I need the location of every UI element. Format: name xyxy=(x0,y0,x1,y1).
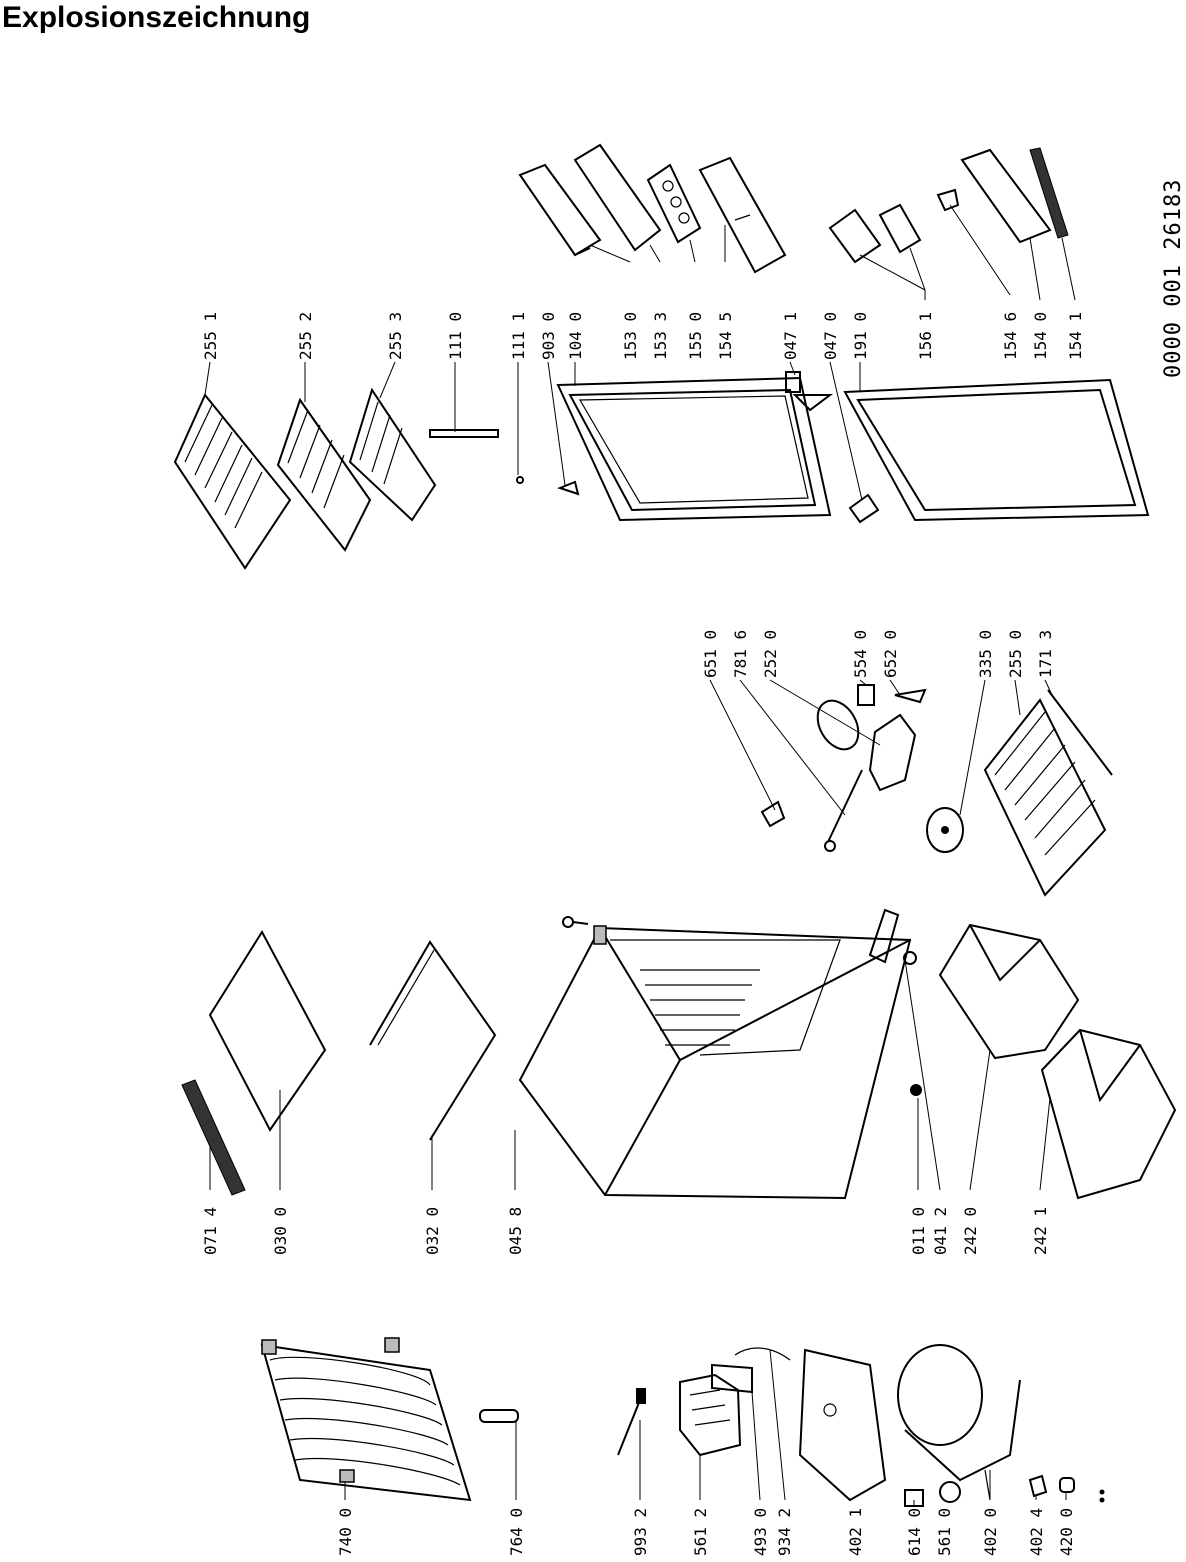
label-993-2: 993 2 xyxy=(631,1508,650,1556)
label-045-8: 045 8 xyxy=(506,1207,525,1255)
compressor-bracket-402-1 xyxy=(798,1348,887,1502)
cabinet-body xyxy=(518,925,912,1200)
label-402-4: 402 4 xyxy=(1027,1508,1046,1556)
label-255-1: 255 1 xyxy=(201,312,220,360)
label-335-0: 335 0 xyxy=(976,630,995,678)
foot-011-0 xyxy=(910,1084,922,1096)
label-781-6: 781 6 xyxy=(731,630,750,678)
dryer-764-0 xyxy=(479,1409,519,1423)
egg-tray-155-0 xyxy=(646,163,702,244)
label-554-0: 554 0 xyxy=(851,630,870,678)
label-155-0: 155 0 xyxy=(686,312,705,360)
part-420-0 xyxy=(1059,1477,1105,1503)
hinge-041-2 xyxy=(868,908,917,965)
shelf-255-0 xyxy=(983,698,1107,897)
label-154-6: 154 6 xyxy=(1001,312,1020,360)
label-561-2: 561 2 xyxy=(691,1508,710,1556)
hinge-pin-047-1 xyxy=(785,371,833,412)
label-153-3: 153 3 xyxy=(651,312,670,360)
part-493-0 xyxy=(711,1363,753,1394)
label-561-0: 561 0 xyxy=(935,1508,954,1556)
condenser-740-0 xyxy=(260,1337,472,1502)
label-154-1: 154 1 xyxy=(1066,312,1085,360)
label-255-2: 255 2 xyxy=(296,312,315,360)
trim-032-0 xyxy=(369,940,497,1141)
pin-111-1 xyxy=(516,476,524,484)
door-104-0 xyxy=(556,376,832,522)
glass-shelf-255-2 xyxy=(276,397,372,552)
trim-171-3 xyxy=(1047,689,1113,776)
label-651-0: 651 0 xyxy=(701,630,720,678)
label-111-1: 111 1 xyxy=(509,312,528,360)
top-cover-030-0 xyxy=(208,930,327,1132)
screw-903-0 xyxy=(557,480,580,496)
screw-045-8 xyxy=(562,916,589,928)
glass-shelf-255-3 xyxy=(348,387,437,522)
thermostat-housing-252-0 xyxy=(816,699,917,792)
thermostat-capillary-993-2 xyxy=(617,1388,646,1456)
label-171-3: 171 3 xyxy=(1036,630,1055,678)
label-032-0: 032 0 xyxy=(423,1207,442,1255)
label-011-0: 011 0 xyxy=(909,1207,928,1255)
label-041-2: 041 2 xyxy=(931,1207,950,1255)
label-071-4: 071 4 xyxy=(201,1207,220,1255)
label-191-0: 191 0 xyxy=(851,312,870,360)
door-bin-153-0 xyxy=(518,163,602,257)
label-242-0: 242 0 xyxy=(961,1207,980,1255)
document-number: 0000 001 26183 xyxy=(1161,179,1186,378)
glass-shelf-255-1 xyxy=(173,393,292,570)
label-493-0: 493 0 xyxy=(751,1508,770,1556)
label-420-0: 420 0 xyxy=(1057,1508,1076,1556)
wire-934-2 xyxy=(734,1347,791,1361)
label-652-0: 652 0 xyxy=(881,630,900,678)
hinge-047-0 xyxy=(848,493,880,524)
lamp-socket-554-0 xyxy=(857,684,875,706)
label-111-0: 111 0 xyxy=(446,312,465,360)
label-255-3: 255 3 xyxy=(386,312,405,360)
bottle-bin-154-0 xyxy=(960,148,1052,244)
label-156-1: 156 1 xyxy=(916,312,935,360)
label-614-0: 614 0 xyxy=(905,1508,924,1556)
clip-154-6 xyxy=(936,188,960,212)
label-764-0: 764 0 xyxy=(507,1508,526,1556)
label-104-0: 104 0 xyxy=(566,312,585,360)
label-255-0: 255 0 xyxy=(1006,630,1025,678)
label-047-1: 047 1 xyxy=(781,312,800,360)
bracket-111-0 xyxy=(429,429,499,438)
label-252-0: 252 0 xyxy=(761,630,780,678)
part-561-0 xyxy=(939,1481,961,1503)
switch-652-0 xyxy=(894,688,927,704)
part-402-4 xyxy=(1028,1474,1048,1498)
crisper-242-1 xyxy=(1040,1028,1177,1200)
door-bin-153-3 xyxy=(573,143,662,252)
label-154-0: 154 0 xyxy=(1031,312,1050,360)
label-030-0: 030 0 xyxy=(271,1207,290,1255)
label-402-1: 402 1 xyxy=(846,1508,865,1556)
label-154-5: 154 5 xyxy=(716,312,735,360)
label-903-0: 903 0 xyxy=(539,312,558,360)
butter-compartment-156-1 xyxy=(828,203,922,264)
compressor-402-0 xyxy=(897,1344,1021,1501)
door-bin-154-5 xyxy=(698,156,787,274)
label-047-0: 047 0 xyxy=(821,312,840,360)
label-242-1: 242 1 xyxy=(1031,1207,1050,1255)
door-gasket-191-0 xyxy=(843,378,1150,522)
bottle-rail-154-1 xyxy=(1029,147,1069,239)
label-740-0: 740 0 xyxy=(336,1508,355,1556)
label-153-0: 153 0 xyxy=(621,312,640,360)
capillary-781-6 xyxy=(824,769,863,852)
relay-561-2 xyxy=(679,1373,742,1457)
cover-335-0 xyxy=(926,807,964,853)
crisper-242-0 xyxy=(938,923,1080,1060)
page-title: Explosionszeichnung xyxy=(2,1,311,34)
label-934-2: 934 2 xyxy=(775,1508,794,1556)
grille-071-4 xyxy=(181,1079,246,1196)
label-402-0: 402 0 xyxy=(981,1508,1000,1556)
